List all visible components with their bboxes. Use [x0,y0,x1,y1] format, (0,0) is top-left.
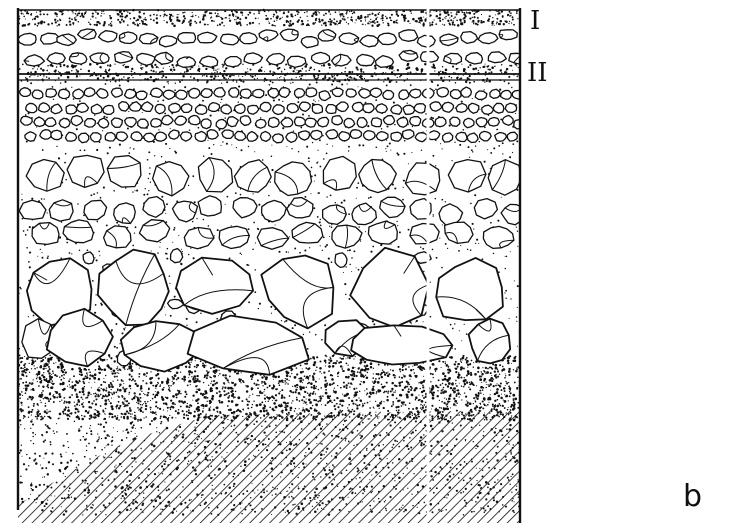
layer-label-I: I [530,8,540,34]
layer-label-II: II [527,60,548,86]
panel-label: b [683,482,702,512]
cobble-layer [22,155,522,374]
